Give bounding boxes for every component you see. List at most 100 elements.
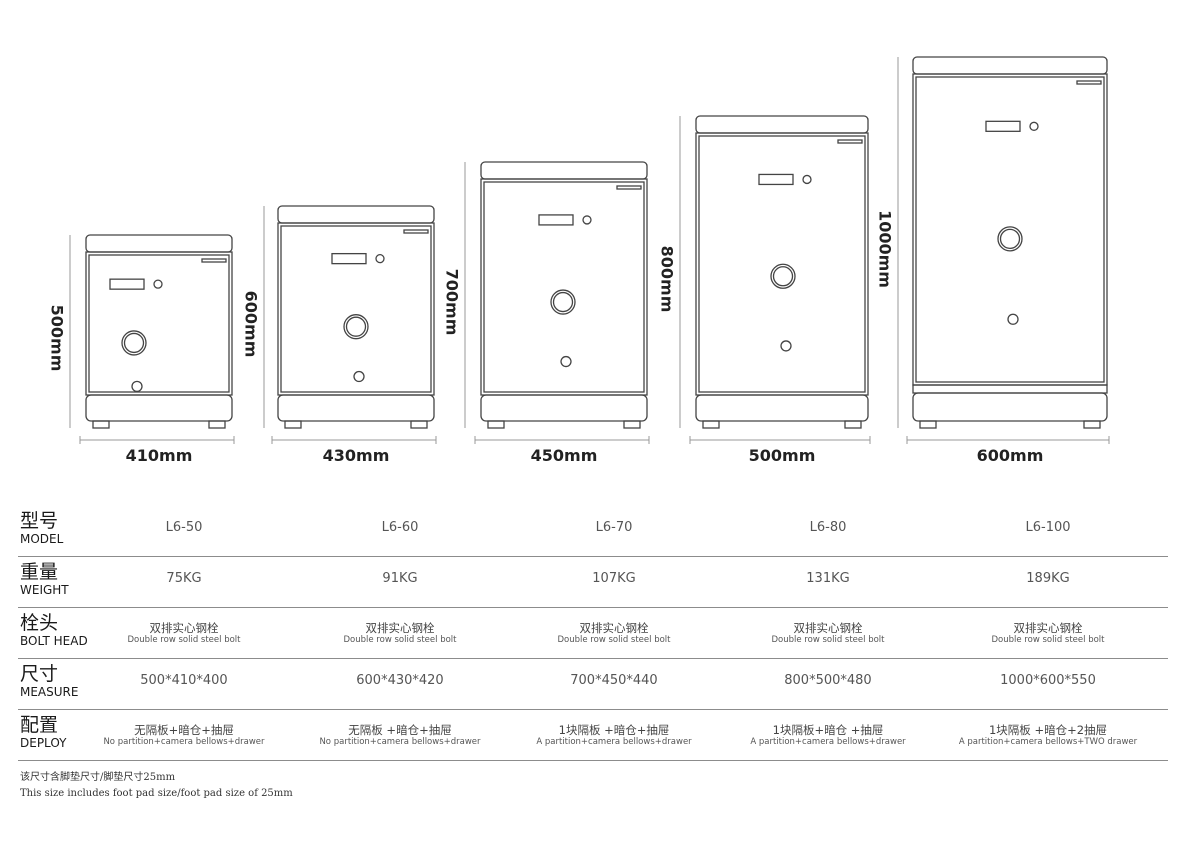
safe-body xyxy=(480,178,648,396)
door-panel xyxy=(698,135,866,393)
height-label: 1000mm xyxy=(875,210,895,288)
spec-cell: 800*500*480 xyxy=(784,673,872,688)
dial-knob-inner xyxy=(552,291,574,313)
safe-body xyxy=(85,251,233,396)
dial-knob-inner xyxy=(772,266,794,287)
keypad-display xyxy=(109,278,145,290)
foot-left xyxy=(284,420,302,429)
brand-plate xyxy=(616,185,642,190)
height-label: 700mm xyxy=(442,268,462,335)
row-label-cn: 型号 xyxy=(20,510,59,532)
spec-cell: 600*430*420 xyxy=(356,673,444,688)
top-cap xyxy=(695,115,869,134)
foot-right xyxy=(208,420,226,429)
footnote: 该尺寸含脚垫尺寸/脚垫尺寸25mm This size includes foo… xyxy=(20,770,293,802)
drawer xyxy=(85,394,233,422)
row-label-en: WEIGHT xyxy=(20,583,69,597)
keyhole-icon xyxy=(560,355,572,368)
spec-cell: L6-70 xyxy=(595,520,633,535)
spec-cell-cn: 1块隔板+暗仓 +抽屉 xyxy=(772,723,884,737)
keypad-display xyxy=(538,214,574,226)
door-panel xyxy=(915,76,1105,383)
keyhole-icon xyxy=(353,370,365,383)
foot-left xyxy=(92,420,110,429)
dial-knob-icon xyxy=(997,226,1023,252)
spec-cell: L6-60 xyxy=(381,520,419,535)
door-panel xyxy=(280,225,432,393)
dial-knob-icon xyxy=(770,263,796,289)
spec-cell-en: A partition+camera bellows+TWO drawer xyxy=(958,737,1138,747)
foot-right xyxy=(1083,420,1101,429)
keypad-display xyxy=(758,173,794,186)
row-label-cn: 配置 xyxy=(20,714,59,736)
indicator-light xyxy=(1029,121,1039,131)
safe-1 xyxy=(69,234,235,444)
spec-cell-cn: 1块隔板 +暗仓+2抽屉 xyxy=(988,723,1108,737)
row-label-en: DEPLOY xyxy=(20,736,67,750)
spec-cell-cn: 无隔板 +暗仓+抽屉 xyxy=(348,723,452,737)
spec-cell-en: No partition+camera bellows+drawer xyxy=(103,737,265,747)
safe-4 xyxy=(679,115,871,444)
safe-3 xyxy=(464,161,650,444)
spec-cell-cn: 1块隔板 +暗仓+抽屉 xyxy=(558,723,670,737)
spec-cell-en: Double row solid steel bolt xyxy=(771,635,885,645)
spec-cell: L6-100 xyxy=(1025,520,1071,535)
safe-2 xyxy=(263,205,437,444)
height-label: 500mm xyxy=(47,304,67,372)
brand-plate xyxy=(1076,80,1102,85)
top-cap xyxy=(85,234,233,253)
spec-cell: 131KG xyxy=(806,571,850,586)
foot-right xyxy=(623,420,641,429)
spec-cell: 91KG xyxy=(382,571,418,586)
keyhole-icon xyxy=(131,380,143,393)
spec-cell-cn: 双排实心钢栓 xyxy=(365,621,435,635)
spec-cell: L6-50 xyxy=(165,520,203,535)
keyhole-icon xyxy=(1007,313,1019,325)
dial-knob-icon xyxy=(121,330,147,356)
spec-cell: 500*410*400 xyxy=(140,673,228,688)
drawer xyxy=(695,394,869,422)
foot-left xyxy=(702,420,720,429)
foot-left xyxy=(919,420,937,429)
spec-cell: 75KG xyxy=(166,571,202,586)
drawer xyxy=(277,394,435,422)
row-label-en: MEASURE xyxy=(20,685,79,699)
width-label: 410mm xyxy=(125,446,193,465)
drawer xyxy=(912,392,1108,422)
spec-cell-cn: 双排实心钢栓 xyxy=(579,621,649,635)
door-panel xyxy=(483,181,645,393)
spec-cell-en: A partition+camera bellows+drawer xyxy=(750,737,906,747)
foot-right xyxy=(410,420,428,429)
row-label-cn: 重量 xyxy=(20,561,59,583)
spec-cell: 107KG xyxy=(592,571,636,586)
spec-cell-cn: 双排实心钢栓 xyxy=(149,621,219,635)
top-cap xyxy=(277,205,435,224)
spec-cell-en: A partition+camera bellows+drawer xyxy=(536,737,692,747)
spec-cell: 700*450*440 xyxy=(570,673,658,688)
top-cap xyxy=(480,161,648,180)
spec-cell-en: No partition+camera bellows+drawer xyxy=(319,737,481,747)
indicator-light xyxy=(375,253,385,264)
dial-knob-icon xyxy=(343,314,369,340)
height-label: 800mm xyxy=(657,245,677,312)
spec-cell-en: Double row solid steel bolt xyxy=(343,635,457,645)
spec-cell-cn: 双排实心钢栓 xyxy=(793,621,863,635)
drawer xyxy=(480,394,648,422)
top-cap xyxy=(912,56,1108,75)
row-label-en: MODEL xyxy=(20,532,64,546)
spec-cell: L6-80 xyxy=(809,520,847,535)
dial-knob-inner xyxy=(999,228,1021,249)
keypad-display xyxy=(331,252,367,265)
